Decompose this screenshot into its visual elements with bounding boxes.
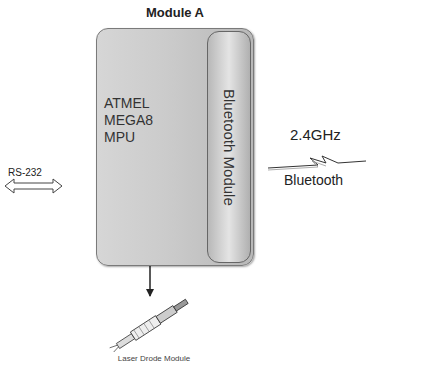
bluetooth-module-label: Bluetooth Module [221,89,238,206]
connector-arrow [149,266,151,296]
frequency-label: 2.4GHz [290,126,341,143]
mpu-label: ATMEL MEGA8 MPU [104,95,166,146]
module-title: Module A [97,5,253,20]
laser-diode-illustration [104,296,204,352]
interface-label: RS-232 [8,167,42,178]
laser-diode-caption: Laser Drode Module [94,354,214,363]
laser-diode-module: Laser Drode Module [104,296,204,370]
bluetooth-module-box: Bluetooth Module [207,31,251,263]
wireless-zigzag-shadow [268,161,326,170]
wireless-label: Bluetooth [284,172,343,188]
rs232-double-arrow [5,179,62,193]
module-box: Bluetooth ModuleModule AATMEL MEGA8 MPU [96,28,254,266]
